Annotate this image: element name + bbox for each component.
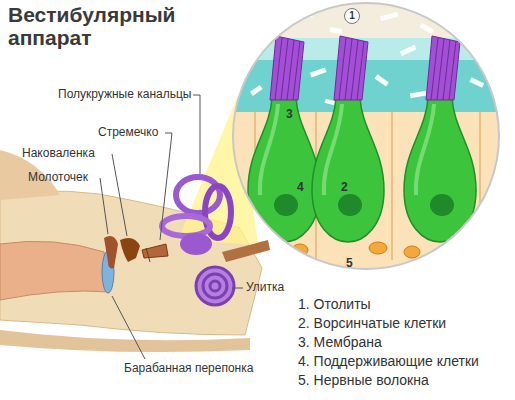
legend-item: 5. Нервные волокна — [298, 372, 429, 388]
callout-number: 4 — [297, 181, 304, 195]
part-label: Наковаленка — [22, 147, 95, 161]
part-label: Барабанная перепонка — [124, 362, 212, 376]
legend-item: 4. Поддерживающие клетки — [298, 353, 479, 369]
part-label: Улитка — [246, 281, 284, 295]
part-label: Стремечко — [98, 126, 158, 140]
zoom-circle-border — [233, 3, 499, 269]
inner-ear — [102, 177, 270, 305]
callout-number: 2 — [341, 181, 348, 195]
legend-item: 3. Мембрана — [298, 334, 382, 350]
callout-number: 1 — [344, 8, 360, 24]
legend-item: 2. Ворсинчатые клетки — [298, 315, 446, 331]
magnified-view — [230, 0, 505, 275]
diagram-title: Вестибулярный аппарат — [8, 3, 186, 49]
part-label: Молоточек — [28, 171, 88, 185]
callout-number: 3 — [286, 108, 293, 122]
callout-number: 5 — [346, 257, 353, 271]
legend-item: 1. Отолиты — [298, 296, 371, 312]
part-label: Полукружные канальцы — [58, 88, 191, 102]
